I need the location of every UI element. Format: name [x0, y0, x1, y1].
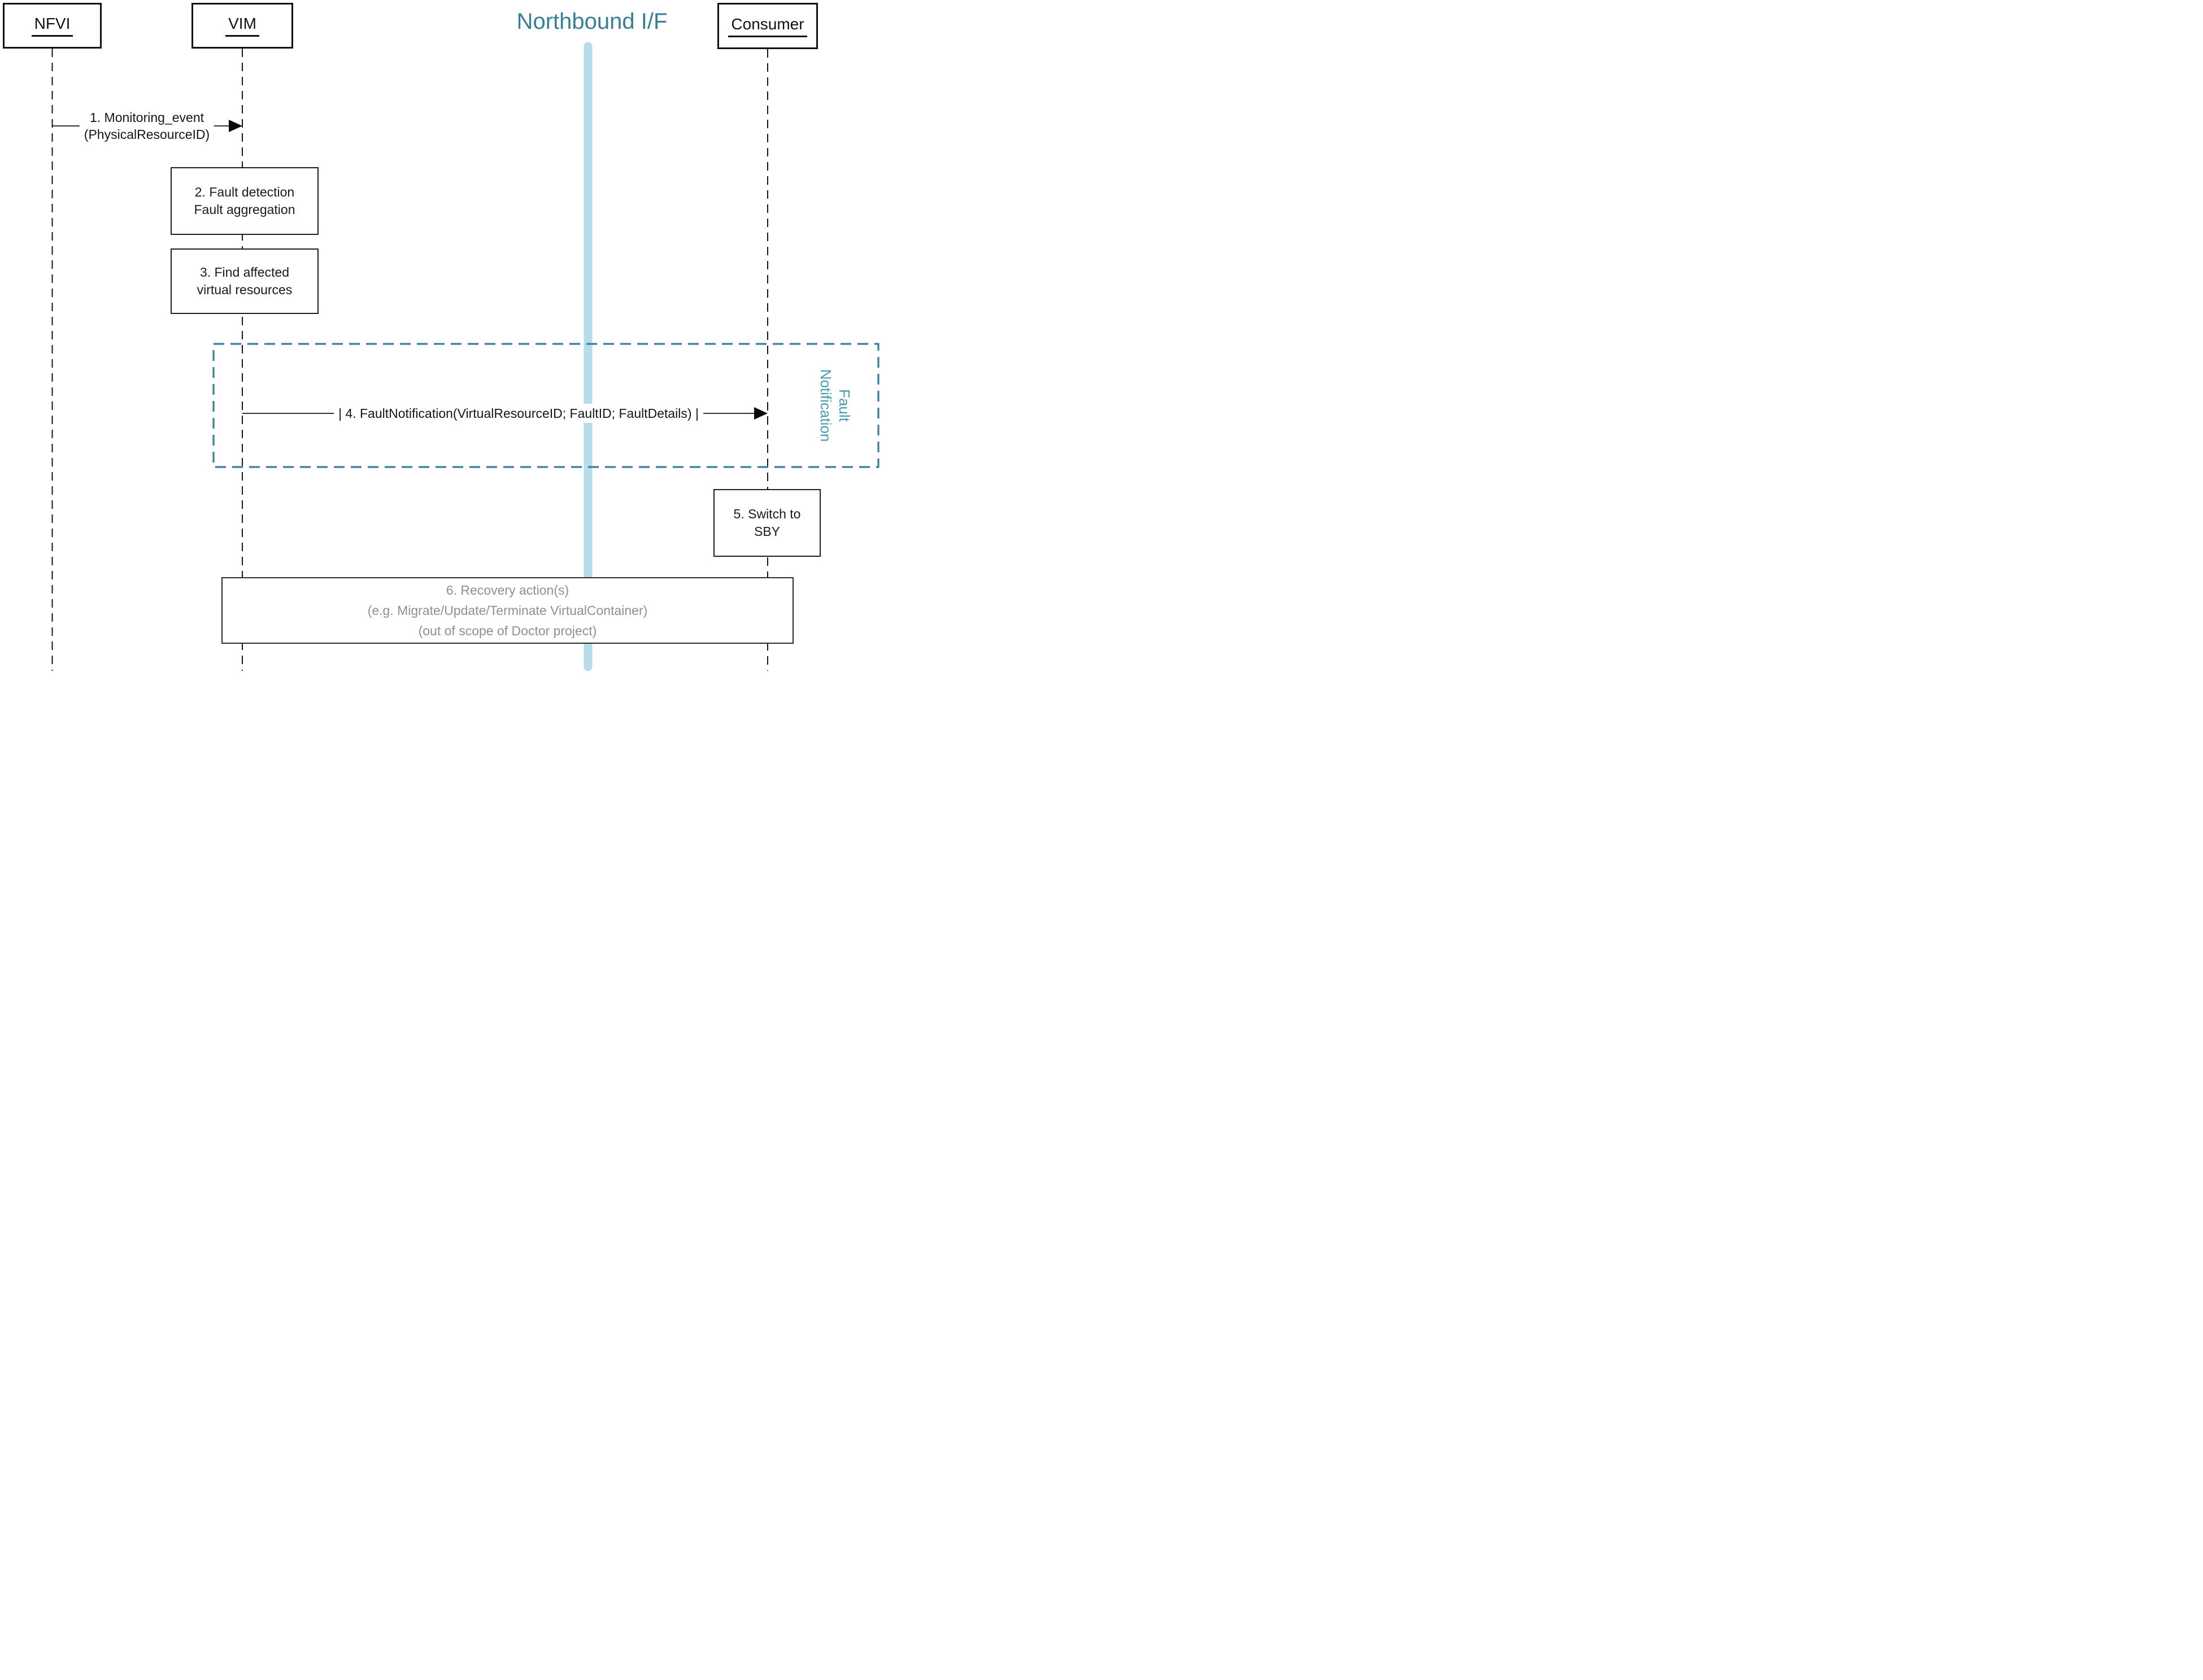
message-4-arrowhead — [754, 407, 768, 420]
message-1-label: 1. Monitoring_event (PhysicalResourceID) — [79, 108, 215, 144]
step-5-box: 5. Switch to SBY — [713, 489, 821, 557]
fault-notification-frame-label-line1: Fault — [836, 389, 853, 422]
message-1-label-line1: 1. Monitoring_event — [89, 110, 204, 125]
northbound-interface-title: Northbound I/F — [516, 9, 668, 34]
actor-box-consumer: Consumer — [717, 3, 818, 49]
recovery-action-line3: (out of scope of Doctor project) — [418, 623, 597, 638]
actor-box-vim: VIM — [191, 3, 293, 49]
fault-notification-frame-label-line2: Notification — [817, 369, 834, 442]
message-4-label: | 4. FaultNotification(VirtualResourceID… — [334, 404, 703, 423]
fault-notification-frame — [212, 343, 880, 468]
recovery-action-box: 6. Recovery action(s) (e.g. Migrate/Upda… — [221, 577, 794, 644]
step-3-box: 3. Find affected virtual resources — [171, 248, 319, 314]
step-5-label-line1: 5. Switch to — [733, 507, 801, 521]
actor-label-vim: VIM — [225, 15, 259, 37]
actor-label-consumer: Consumer — [728, 15, 807, 37]
step-2-label-line1: 2. Fault detection — [194, 185, 295, 199]
diagram-wires-layer — [51, 42, 880, 671]
recovery-action-line2: (e.g. Migrate/Update/Terminate VirtualCo… — [367, 603, 648, 618]
step-2-box: 2. Fault detection Fault aggregation — [171, 167, 319, 235]
step-5-label-line2: SBY — [754, 524, 781, 539]
step-3-label-line2: virtual resources — [197, 282, 293, 297]
actor-label-nfvi: NFVI — [31, 15, 73, 37]
sequence-diagram: Northbound I/F NFVI VIM Consumer 1. Moni… — [0, 0, 881, 672]
recovery-action-line1: 6. Recovery action(s) — [446, 583, 569, 597]
step-3-label-line1: 3. Find affected — [199, 265, 290, 280]
message-1-label-line2: (PhysicalResourceID) — [84, 127, 210, 142]
step-2-label-line2: Fault aggregation — [194, 202, 295, 217]
fault-notification-frame-label: Fault Notification — [816, 369, 854, 442]
message-1-arrowhead — [229, 120, 242, 132]
actor-box-nfvi: NFVI — [3, 3, 102, 49]
